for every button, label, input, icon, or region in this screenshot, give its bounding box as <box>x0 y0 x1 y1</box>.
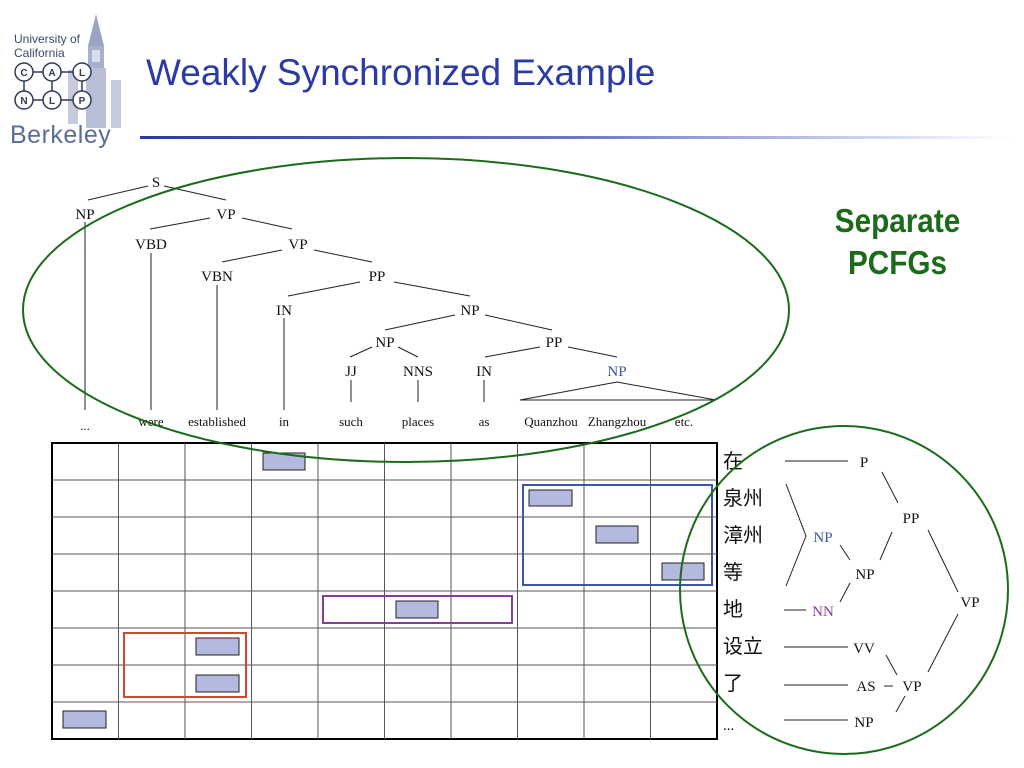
zh-word: 漳州 <box>723 523 763 547</box>
logo-letter-p: P <box>79 96 86 107</box>
caption-separate-pcfgs: Separate PCFGs <box>819 200 977 284</box>
en-word: places <box>402 414 434 429</box>
zh-node-np-last: NP <box>854 715 873 731</box>
english-pcfg-ellipse <box>22 157 790 463</box>
en-node-s: S <box>152 175 160 191</box>
alignment-cell <box>595 525 639 544</box>
logo-berkeley-text: Berkeley <box>10 121 112 149</box>
logo-letter-n: N <box>20 96 27 107</box>
en-node-pp: PP <box>369 269 386 285</box>
en-node-np-such-places: NP <box>375 335 394 351</box>
zh-word: 在 <box>723 449 743 473</box>
zh-node-as: AS <box>856 679 875 695</box>
chinese-parse-tree: P PP NP NP NN VP VV AS VP NP <box>784 455 980 731</box>
en-node-vp-inner: VP <box>288 237 307 253</box>
np-alignment-box <box>522 484 713 586</box>
logo-letter-a: A <box>48 68 55 79</box>
berkeley-logo: C A L N L P University of California Ber… <box>8 6 133 149</box>
zh-node-vv: VV <box>853 641 875 657</box>
en-node-np-highlighted: NP <box>607 364 626 380</box>
en-word: Zhangzhou <box>588 414 647 429</box>
en-node-nns: NNS <box>403 364 433 380</box>
verb-alignment-box <box>123 632 247 698</box>
caption-line-2: PCFGs <box>847 244 948 281</box>
en-node-in: IN <box>276 303 292 319</box>
alignment-cell <box>661 562 705 581</box>
alignment-cell <box>528 489 573 507</box>
nn-alignment-box <box>322 595 513 624</box>
alignment-grid <box>51 442 718 740</box>
zh-node-np: NP <box>855 567 874 583</box>
en-node-in-as: IN <box>476 364 492 380</box>
en-word: in <box>279 414 290 429</box>
en-word: established <box>188 414 246 429</box>
zh-node-vp-inner: VP <box>902 679 921 695</box>
en-word: as <box>479 414 490 429</box>
zh-node-vp: VP <box>960 595 979 611</box>
title-divider <box>140 136 1010 139</box>
logo-letter-l2: L <box>49 96 55 107</box>
caption-line-1: Separate <box>834 202 961 239</box>
zh-word: 泉州 <box>723 486 763 510</box>
en-word: etc. <box>675 414 693 429</box>
alignment-cell <box>195 674 240 693</box>
zh-node-pp: PP <box>903 511 920 527</box>
zh-word: 设立 <box>723 634 763 658</box>
en-node-jj: JJ <box>345 364 357 380</box>
logo-university-text: University of California <box>14 32 81 60</box>
alignment-cell <box>195 637 240 656</box>
logo-letter-l: L <box>79 68 85 79</box>
zh-word: 了 <box>723 671 743 695</box>
zh-word: 等 <box>723 560 743 584</box>
alignment-cell <box>62 710 107 729</box>
campanile-logo-icon: C A L N L P <box>14 14 121 128</box>
zh-word: ... <box>723 718 734 734</box>
logo-letter-c: C <box>20 68 27 79</box>
en-node-pp-as: PP <box>546 335 563 351</box>
en-word: ... <box>80 418 90 433</box>
en-node-vp: VP <box>216 207 235 223</box>
en-node-np-subject: NP <box>75 207 94 223</box>
zh-node-p: P <box>860 455 868 471</box>
en-node-vbd: VBD <box>135 237 167 253</box>
en-word: such <box>339 414 363 429</box>
zh-node-np-highlighted: NP <box>813 530 832 546</box>
alignment-cell <box>395 600 439 619</box>
chinese-pcfg-circle <box>679 425 1009 755</box>
alignment-cell <box>262 452 306 471</box>
chinese-word-column: 在 泉州 漳州 等 地 设立 了 ... <box>723 449 763 734</box>
en-node-np-object: NP <box>460 303 479 319</box>
english-parse-tree: S NP VP VBD VP VBN PP IN NP NP PP JJ NNS… <box>75 175 717 433</box>
zh-node-nn-highlighted: NN <box>812 604 834 620</box>
en-word: Quanzhou <box>524 414 578 429</box>
slide-title: Weakly Synchronized Example <box>146 52 656 93</box>
zh-word: 地 <box>723 597 743 621</box>
en-node-vbn: VBN <box>201 269 233 285</box>
